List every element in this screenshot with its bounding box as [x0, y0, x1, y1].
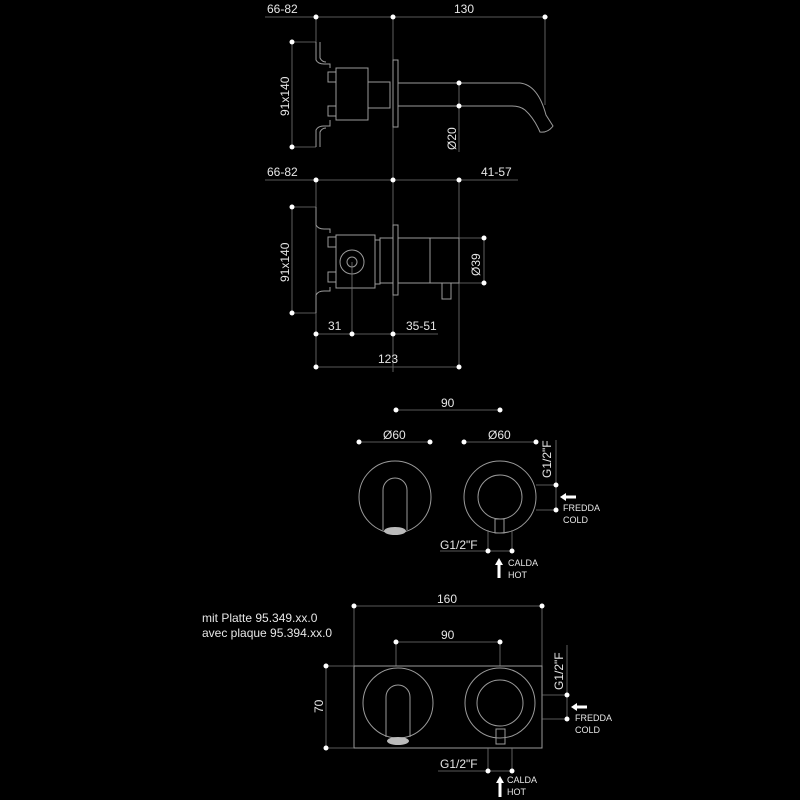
handle-projection-label: 41-57 — [481, 165, 512, 179]
handle — [429, 237, 460, 284]
plate-height-label: 70 — [312, 699, 326, 713]
cold-label-en: COLD — [563, 515, 589, 525]
wall-plate — [392, 224, 399, 296]
valve-body — [335, 234, 376, 289]
valve-body — [335, 67, 369, 121]
spout-length-label: 130 — [454, 2, 474, 16]
cold-label-it: FREDDA — [575, 713, 612, 723]
mounting-bracket — [315, 42, 331, 147]
cold-inlet-arrow-icon — [571, 703, 587, 711]
mixer-rosette — [463, 460, 537, 534]
side-view-mixer: 66-82 41-57 91x140 Ø39 31 35-51 123 — [265, 165, 518, 370]
cold-label-it: FREDDA — [563, 503, 600, 513]
mounting-bracket — [315, 207, 331, 313]
front-view-rosettes: 90 Ø60 Ø60 G1/2"F FREDDA COLD G1/2"F CAL… — [356, 396, 600, 580]
spout-rosette — [358, 460, 432, 534]
wall-depth-label: 66-82 — [267, 165, 298, 179]
side-connection-label: G1/2"F — [540, 440, 554, 478]
offset-a-label: 31 — [328, 319, 342, 333]
left-diameter-label: Ø60 — [383, 428, 406, 442]
lever — [494, 518, 505, 534]
hot-label-en: HOT — [507, 787, 527, 797]
total-length-label: 123 — [378, 352, 398, 366]
spout — [398, 82, 554, 133]
cold-inlet-arrow-icon — [560, 493, 576, 501]
wall-plate — [392, 59, 399, 128]
box-size-label: 91x140 — [278, 76, 292, 116]
spout-diameter-label: Ø20 — [445, 127, 459, 150]
box-size-label: 91x140 — [278, 242, 292, 282]
cover-plate — [353, 665, 543, 749]
side-view-spout: 66-82 130 91x140 Ø20 — [265, 2, 554, 372]
spacing-label: 90 — [441, 628, 455, 642]
hot-label-en: HOT — [508, 570, 528, 580]
front-view-plate: mit Platte 95.349.xx.0 avec plaque 95.39… — [202, 592, 612, 797]
spout-rosette — [362, 667, 434, 739]
spout-outlet — [382, 477, 408, 530]
hot-inlet-arrow-icon — [495, 558, 503, 578]
right-diameter-label: Ø60 — [488, 428, 511, 442]
plate-width-label: 160 — [437, 592, 457, 606]
spout-outlet — [385, 684, 411, 737]
wall-depth-label: 66-82 — [267, 2, 298, 16]
offset-b-label: 35-51 — [406, 319, 437, 333]
bottom-connection-label: G1/2"F — [440, 757, 478, 771]
hot-inlet-arrow-icon — [496, 776, 504, 797]
cold-label-en: COLD — [575, 725, 601, 735]
handle-diameter-label: Ø39 — [469, 253, 483, 276]
hot-label-it: CALDA — [507, 775, 537, 785]
plate-note-fr: avec plaque 95.394.xx.0 — [202, 626, 332, 640]
mixer-rosette — [464, 667, 536, 739]
hot-label-it: CALDA — [508, 558, 538, 568]
side-connection-label: G1/2"F — [552, 652, 566, 690]
plate-note-de: mit Platte 95.349.xx.0 — [202, 611, 318, 625]
lever — [441, 282, 452, 300]
bottom-connection-label: G1/2"F — [440, 538, 478, 552]
spacing-label: 90 — [441, 396, 455, 410]
lever — [495, 728, 506, 745]
